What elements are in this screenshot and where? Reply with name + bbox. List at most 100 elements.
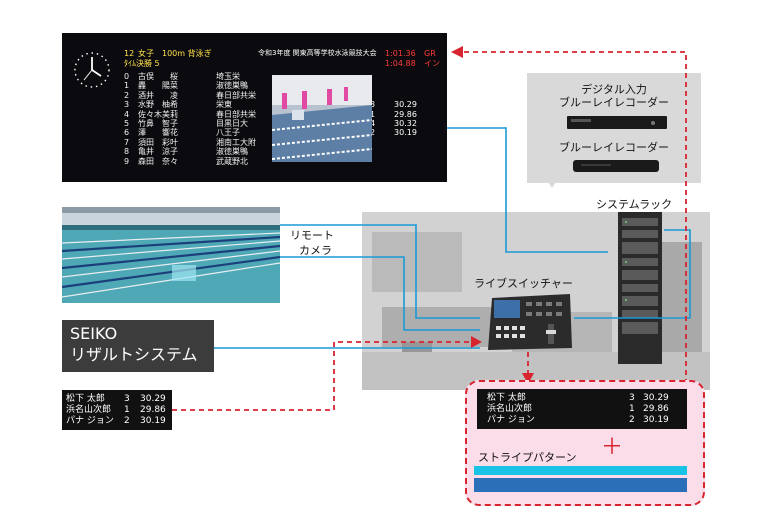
scoreboard-school: 埼玉栄 [216,72,240,81]
scoreboard-lane: 9 [124,156,130,166]
scoreboard-row: 7 須田 彩叶 湘南工大附 [124,138,444,147]
clock-icon [74,52,110,88]
scoreboard-record-time-2: 1:04.88 [385,59,416,68]
scoreboard-lane: 3 [124,100,130,110]
scoreboard-swimmer-name: 竹鼻 智子 [138,119,178,128]
result-time: 30.29 [643,393,669,403]
result-name: パナ ジョン [66,416,114,426]
scoreboard-lane: 8 [124,147,130,157]
scoreboard-place: 3 [370,100,376,110]
result-row: 松下 太郎 3 30.29 [64,394,170,405]
scoreboard-record-tag: GR [424,49,436,58]
scoreboard-school: 武蔵野北 [216,156,248,166]
result-place: 1 [629,404,635,414]
scoreboard-lane: 7 [124,137,130,147]
scoreboard-school: 春日部共栄 [216,90,256,100]
pool-camera-image [62,207,280,303]
results-to-switcher-line [172,341,472,411]
scoreboard-lane: 2 [124,90,130,100]
scoreboard-time: 30.19 [394,128,417,138]
plus-icon: ＋ [601,435,624,460]
result-name: 松下 太郎 [66,394,105,404]
scoreboard-swimmer-name: 須田 彩叶 [138,137,178,147]
results-data-box: 松下 太郎 3 30.29 浜名山次郎 1 29.86 パナ ジョン 2 30.19 [62,390,172,430]
scoreboard-swimmer-name: 森田 奈々 [138,156,178,166]
scoreboard-row: 9 森田 奈々 武蔵野北 [124,157,444,166]
seiko-result-system-box: SEIKO リザルトシステム [62,320,214,372]
result-time: 30.19 [643,415,669,425]
result-time: 30.29 [140,394,166,404]
result-row: 浜名山次郎 1 29.86 [479,404,685,415]
digital-recorder-label-2: ブルーレイレコーダー [559,96,669,109]
recorder-callout: デジタル入力 ブルーレイレコーダー ブルーレイレコーダー [527,73,701,183]
scoreboard-school: 湘南工大附 [216,137,256,147]
result-time: 30.19 [140,416,166,426]
result-place: 2 [629,415,635,425]
scoreboard-school: 淑徳巣鴨 [216,81,248,91]
bluray-recorder-label: ブルーレイレコーダー [559,141,669,154]
remote-camera-label-2: カメラ [299,244,332,257]
scoreboard-time: 29.86 [394,109,417,119]
system-rack-label: システムラック [596,198,673,211]
scoreboard-row: 1 轟 陽菜 淑徳巣鴨 [124,81,444,90]
scoreboard-record-tag-2: イン [424,59,440,68]
live-switcher-label: ライブスイッチャー [474,277,573,290]
scoreboard-lane: 0 [124,72,130,81]
scoreboard-lane: 1 [124,81,130,91]
result-place: 1 [124,405,130,415]
remote-camera-label-1: リモート [290,229,334,242]
result-place: 3 [124,394,130,404]
scoreboard-time: 30.29 [394,100,417,110]
scoreboard-swimmer-name: 古俣 桜 [138,72,178,81]
scoreboard-swimmer-name: 酒井 凌 [138,90,178,100]
scoreboard-swimmer-name: 佐々木美莉 [138,109,178,119]
scoreboard-school: 春日部共栄 [216,109,256,119]
digital-bluray-recorder-icon [567,116,667,129]
scoreboard-school: 淑徳巣鴨 [216,147,248,157]
scoreboard-place: 1 [370,109,376,119]
result-row: 浜名山次郎 1 29.86 [64,405,170,416]
scoreboard-swimmer-name: 澤 響花 [138,128,178,138]
arrow-to-graphics [522,373,534,384]
scoreboard-place: 2 [370,128,376,138]
scoreboard-to-switcher-line [447,127,608,253]
result-name: 浜名山次郎 [487,404,533,414]
scoreboard-place: 4 [370,119,376,128]
scoreboard-lane: 5 [124,119,130,128]
scoreboard-event-title: 女子 100m 背泳ぎ [138,49,212,58]
arrow-to-switcher [471,336,482,348]
scoreboard-swimmer-name: 轟 陽菜 [138,81,178,91]
seiko-subtitle: リザルトシステム [70,345,198,364]
result-name: 浜名山次郎 [66,405,112,415]
scoreboard-swimmer-name: 亀井 涼子 [138,147,178,157]
result-name: 松下 太郎 [487,393,526,403]
scoreboard-swimmer-name: 水野 柚希 [138,100,178,110]
live-switcher-icon [488,294,572,350]
scoreboard-event-number: 12 [124,49,135,58]
scoreboard-row: 0 古俣 桜 埼玉栄 [124,72,444,81]
seiko-title: SEIKO [70,324,118,343]
result-time: 29.86 [140,405,166,415]
scoreboard-school: 八王子 [216,128,240,138]
system-rack-icon [618,212,662,364]
scoreboard-time: 30.32 [394,119,417,128]
scoreboard-display [62,33,447,182]
bluray-recorder-icon [573,160,659,172]
scoreboard-meet-name: 令和3年度 関東高等学校水泳競技大会 [258,49,377,57]
scoreboard-row: 2 酒井 凌 春日部共栄 [124,91,444,100]
switcher-to-rack-line [574,229,691,319]
result-time: 29.86 [643,404,669,414]
arrow-to-scoreboard [451,46,463,58]
scoreboard-school: 栄東 [216,100,232,110]
result-place: 2 [124,416,130,426]
camera-line-2 [280,256,480,331]
pool-thumbnail-image [272,75,372,162]
scoreboard-row: 3 水野 柚希 栄東 3 30.29 [124,100,444,109]
